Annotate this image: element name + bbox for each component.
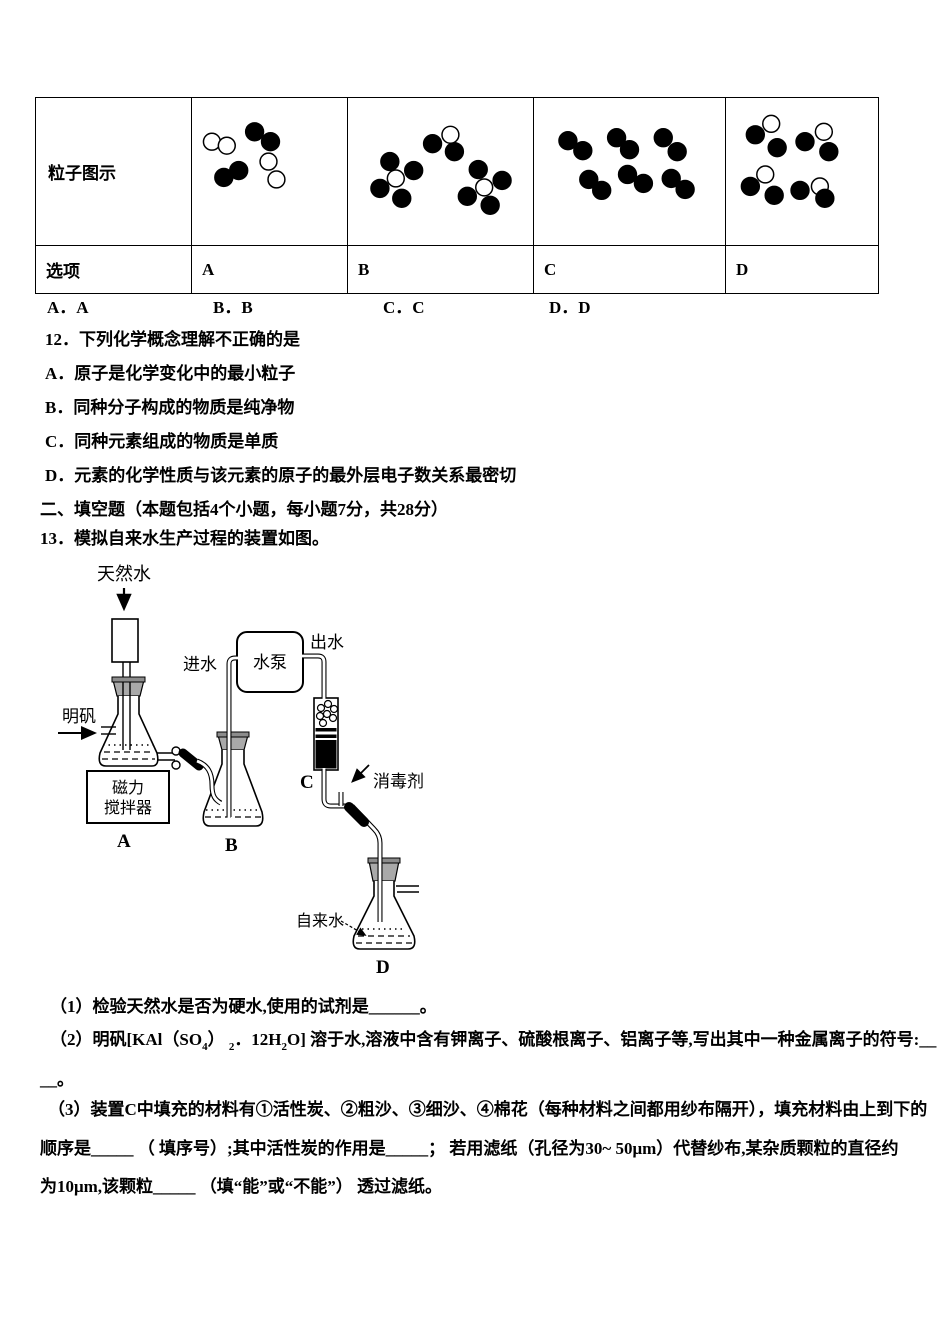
disinfectant-label: 消毒剂: [373, 772, 424, 791]
flask-a-outlet: [157, 752, 175, 761]
table-header-option: 选项: [36, 246, 192, 293]
label-a: A: [117, 831, 131, 852]
tap-water-label: 自来水: [296, 912, 344, 930]
q13-sub1: （1）检验天然水是否为硬水,使用的试剂是______。: [50, 997, 437, 1016]
question-12-stem: 12．下列化学概念理解不正确的是: [45, 330, 300, 349]
q13-sub2: （2）明矾[KAl（SO4） 2．12H2O] 溶于水,溶液中含有钾离子、硫酸根…: [50, 1030, 936, 1054]
stopper-a-cap: [111, 676, 146, 683]
stirrer-label-line1: 磁力: [112, 779, 144, 797]
pipe-pump-to-c: [302, 653, 327, 699]
particle-diagram-d: [740, 114, 839, 209]
particle-diagram-a: [202, 122, 286, 189]
filter-column-bubbles: [315, 699, 339, 728]
alum-label: 明矾: [62, 707, 96, 726]
flask-d-side-arm: [396, 885, 419, 893]
particle-cell-d: [726, 98, 878, 246]
q13-sub2-part: ．12H: [234, 1030, 282, 1049]
valve-wheel: [171, 760, 181, 770]
table-option-c: C: [534, 246, 726, 293]
disinfectant-arrow-icon: [351, 764, 370, 783]
q13-sub2-part: ）: [207, 1030, 229, 1049]
q13-sub2-part: O] 溶于水,溶液中含有钾离子、硫酸根离子、铝离子等,写出其中一种金属离子的符号…: [287, 1030, 937, 1049]
label-d: D: [376, 957, 390, 978]
rubber-connector: [344, 802, 369, 827]
filter-column-charcoal: [315, 740, 337, 769]
flask-d: [352, 881, 416, 950]
water-out-label: 出水: [310, 633, 344, 652]
q13-sub2-subscript: 4: [202, 1041, 208, 1053]
flask-a-inner-tube: [122, 682, 131, 750]
pump-label: 水泵: [253, 653, 287, 672]
q12-option-a: A．原子是化学变化中的最小粒子: [45, 364, 296, 383]
pipe-a-to-b: [196, 758, 223, 806]
flask-a: [98, 696, 159, 767]
pipe-c-to-d: [321, 768, 383, 923]
apparatus-diagram: 天然水 磁力 搅拌器 明矾: [58, 564, 424, 978]
table-option-a: A: [192, 246, 348, 293]
particle-table: 粒子图示 选项 A B C D: [35, 97, 879, 294]
answer-option-a: A．A: [47, 298, 89, 317]
answer-option-b: B．B: [213, 298, 253, 317]
water-in-label: 进水: [183, 655, 217, 674]
question-13-stem: 13．模拟自来水生产过程的装置如图。: [40, 529, 329, 548]
stopper-d-cap: [367, 857, 401, 864]
particle-cell-b: [348, 98, 534, 246]
q13-sub2-part: （2）明矾[KAl（SO: [50, 1030, 203, 1049]
q13-sub2-continuation: __。: [40, 1070, 74, 1089]
stirrer-label-line2: 搅拌器: [104, 799, 152, 817]
flask-a-side-arm: [101, 726, 116, 735]
particle-cell-a: [192, 98, 348, 246]
particle-diagram-b: [370, 125, 512, 215]
magnetic-stirrer-box: [86, 770, 170, 824]
valve-body: [178, 748, 204, 771]
addition-column: [111, 618, 139, 663]
q12-option-d: D．元素的化学性质与该元素的原子的最外层电子数关系最密切: [45, 466, 517, 485]
table-option-d: D: [736, 259, 749, 279]
water-pump-box: [236, 631, 304, 693]
stopper-b-cap: [216, 731, 250, 738]
table-option-b: B: [348, 246, 534, 293]
flask-b: [202, 750, 264, 827]
particle-diagram-c: [558, 128, 695, 201]
q13-sub3-line3: 为10μm,该颗粒_____ （填“能”或“不能”） 透过滤纸。: [40, 1177, 443, 1196]
particle-cell-c: [534, 98, 726, 246]
answer-option-d: D．D: [549, 298, 591, 317]
pipe-b-to-pump: [226, 655, 238, 818]
stopper-d: [368, 860, 400, 882]
label-c: C: [300, 772, 314, 793]
q13-sub3-line1: （3）装置C中填充的材料有①活性炭、②粗沙、③细沙、④棉花（每种材料之间都用纱布…: [48, 1100, 928, 1119]
q13-sub2-subscript: 2: [281, 1041, 288, 1053]
natural-water-label: 天然水: [97, 564, 151, 584]
filter-column-sand-layers: [315, 728, 337, 738]
answer-option-c: C．C: [383, 298, 425, 317]
label-b: B: [225, 835, 238, 856]
q12-option-c: C．同种元素组成的物质是单质: [45, 432, 279, 451]
q12-option-b: B．同种分子构成的物质是纯净物: [45, 398, 295, 417]
table-header-particles: 粒子图示: [36, 98, 192, 246]
section-heading: 二、填空题（本题包括4个小题，每小题7分，共28分）: [40, 500, 448, 519]
q13-sub3-line2: 顺序是_____ （ 填序号）;其中活性炭的作用是_____； 若用滤纸（孔径为…: [40, 1139, 899, 1158]
q13-sub2-subscript: 2: [228, 1041, 235, 1053]
